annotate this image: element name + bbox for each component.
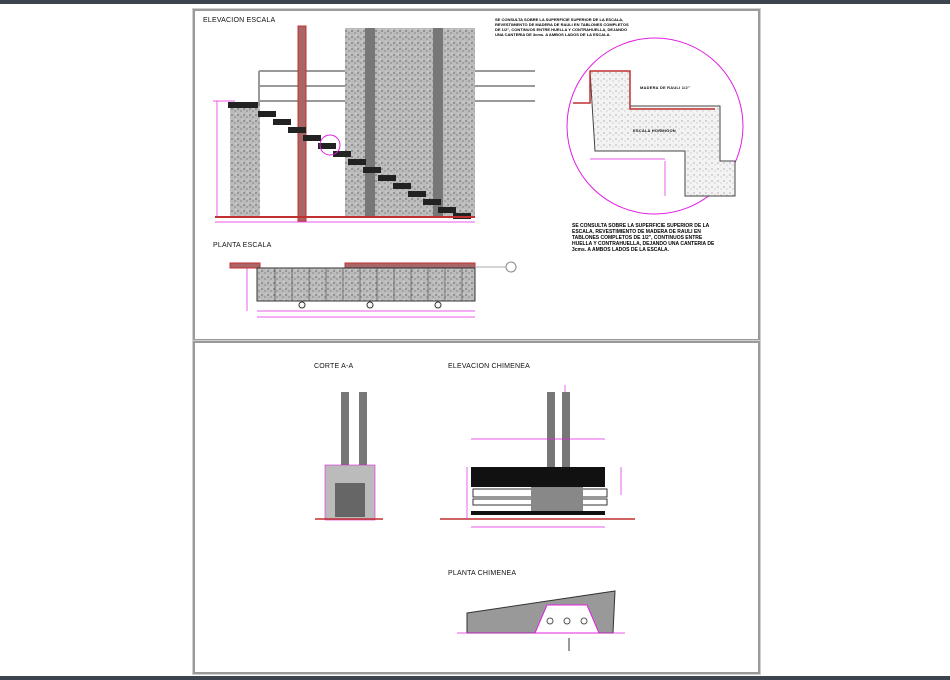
section-title: CORTE A-A xyxy=(314,363,354,370)
detail-label-wood: MADERA DE RAULI 1/2" xyxy=(640,85,690,90)
dimension-lines xyxy=(213,100,475,223)
post xyxy=(297,25,307,222)
note-bottom: SE CONSULTA SOBRE LA SUPERFICIE SUPERIOR… xyxy=(572,223,715,253)
fireplace-plan xyxy=(457,590,625,651)
fireplace-elevation-title: ELEVACION CHIMENEA xyxy=(448,363,531,370)
stair-plan xyxy=(256,267,476,302)
viewer-top-bar xyxy=(0,0,950,4)
viewer-bottom-bar xyxy=(0,676,950,680)
elevation-title: ELEVACION ESCALA xyxy=(203,17,276,24)
plan-title: PLANTA ESCALA xyxy=(213,242,272,249)
detail-label-concrete: ESCALA HORMIGON xyxy=(633,128,676,133)
wall-column xyxy=(345,28,475,218)
detail-callout xyxy=(319,134,341,156)
fireplace-drawing xyxy=(315,385,635,651)
fireplace-plan-title: PLANTA CHIMENEA xyxy=(448,570,517,577)
stair-drawing xyxy=(213,25,744,318)
drawing-sheet-fireplace: CORTE A-A ELEVACION CHIMENEA PLANTA CHIM… xyxy=(192,340,761,675)
drawing-sheet-stair: ELEVACION ESCALA PLANTA ESCALA SE CONSUL… xyxy=(192,8,761,342)
note-top: SE CONSULTA SOBRE LA SUPERFICIE SUPERIOR… xyxy=(495,17,629,37)
fireplace-elevation xyxy=(440,385,635,528)
section-a-a xyxy=(315,392,383,521)
